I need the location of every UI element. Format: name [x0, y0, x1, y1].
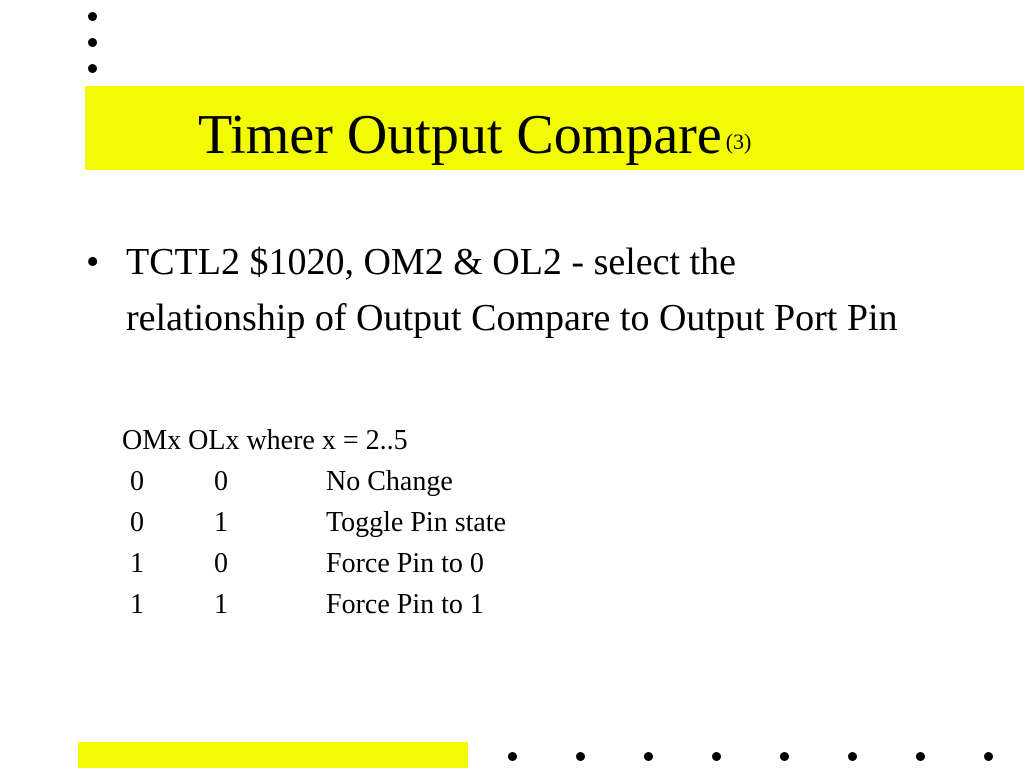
action-text: Toggle Pin state [326, 507, 507, 538]
bullet-text: TCTL2 $1020, OM2 & OL2 - select the rela… [126, 241, 898, 339]
dot [88, 38, 97, 47]
dot [848, 752, 857, 761]
dot [984, 752, 993, 761]
footer-band [78, 742, 468, 768]
action-text: Force Pin to 1 [326, 589, 484, 620]
om-value: 1 [130, 548, 144, 579]
action-text: Force Pin to 0 [326, 548, 484, 579]
dot [780, 752, 789, 761]
dot [88, 64, 97, 73]
slide-title-superscript: (3) [725, 129, 752, 154]
ol-value: 0 [214, 466, 228, 497]
om-value: 0 [130, 507, 144, 538]
table-row: 1 1 Force Pin to 1 [122, 584, 484, 625]
title-band [85, 86, 1024, 170]
ol-value: 1 [214, 589, 228, 620]
bullet-marker: • [86, 241, 100, 283]
mode-table: OMx OLx where x = 2..5 0 0 No Change 0 1… [122, 420, 506, 625]
table-header-text: OMx OLx where x = 2..5 [122, 425, 408, 456]
action-text: No Change [326, 466, 453, 497]
vertical-dot-decoration [88, 8, 100, 78]
dot [712, 752, 721, 761]
dot [644, 752, 653, 761]
om-value: 0 [130, 466, 144, 497]
dot [916, 752, 925, 761]
slide-title: Timer Output Compare(3) [198, 101, 751, 176]
slide-title-text: Timer Output Compare [198, 104, 722, 166]
table-header: OMx OLx where x = 2..5 [122, 420, 408, 461]
table-row: 0 1 Toggle Pin state [122, 502, 506, 543]
horizontal-dot-decoration [500, 752, 1000, 764]
table-row: 1 0 Force Pin to 0 [122, 543, 484, 584]
dot [88, 12, 97, 21]
om-value: 1 [130, 589, 144, 620]
dot [576, 752, 585, 761]
dot [508, 752, 517, 761]
ol-value: 1 [214, 507, 228, 538]
table-row: 0 0 No Change [122, 461, 453, 502]
ol-value: 0 [214, 548, 228, 579]
